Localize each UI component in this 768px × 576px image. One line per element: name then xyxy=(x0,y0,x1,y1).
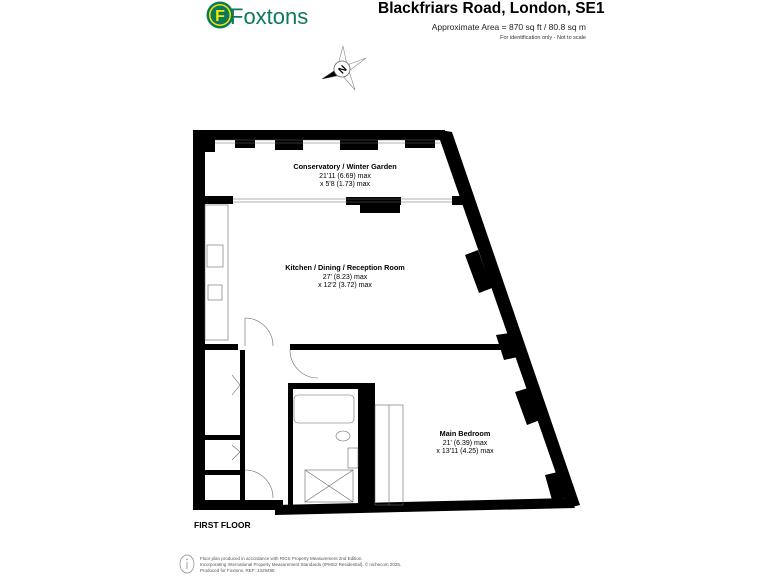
svg-text:F: F xyxy=(215,8,225,25)
footer-line: Produced for Foxtons. REF: 1329495 xyxy=(200,568,275,573)
disclaimer: For identification only - Not to scale xyxy=(500,35,586,41)
compass-icon: N xyxy=(321,45,367,91)
property-title: Blackfriars Road, London, SE1 xyxy=(378,0,605,17)
info-icon xyxy=(179,554,195,574)
brand-name: Foxtons xyxy=(230,4,309,29)
room-kitchen-dining-reception: Kitchen / Dining / Reception Room 27' (8… xyxy=(265,263,425,291)
room-dim: 21' (6.39) max xyxy=(442,439,488,447)
foxtons-logo-icon: F xyxy=(206,1,234,29)
room-name: Main Bedroom xyxy=(439,429,491,438)
footer-line: Incorporating International Property Mea… xyxy=(200,562,402,567)
footer-line: Floor plan produced in accordance with R… xyxy=(200,556,363,561)
room-dim: x 12'2 (3.72) max xyxy=(318,282,372,289)
room-dim: x 13'11 (4.25) max xyxy=(436,448,494,455)
room-conservatory: Conservatory / Winter Garden 21'11 (6.69… xyxy=(265,162,425,190)
room-main-bedroom: Main Bedroom 21' (6.39) max x 13'11 (4.2… xyxy=(415,429,515,457)
floor-label: FIRST FLOOR xyxy=(194,520,251,530)
room-name: Conservatory / Winter Garden xyxy=(293,162,397,171)
room-dim: 21'11 (6.69) max xyxy=(319,172,371,180)
room-dim: 27' (8.23) max xyxy=(322,273,368,281)
footer-notes: Floor plan produced in accordance with R… xyxy=(200,556,401,574)
approximate-area: Approximate Area = 870 sq ft / 80.8 sq m xyxy=(431,22,586,32)
room-dim: x 5'8 (1.73) max xyxy=(320,181,370,188)
room-name: Kitchen / Dining / Reception Room xyxy=(285,263,405,272)
